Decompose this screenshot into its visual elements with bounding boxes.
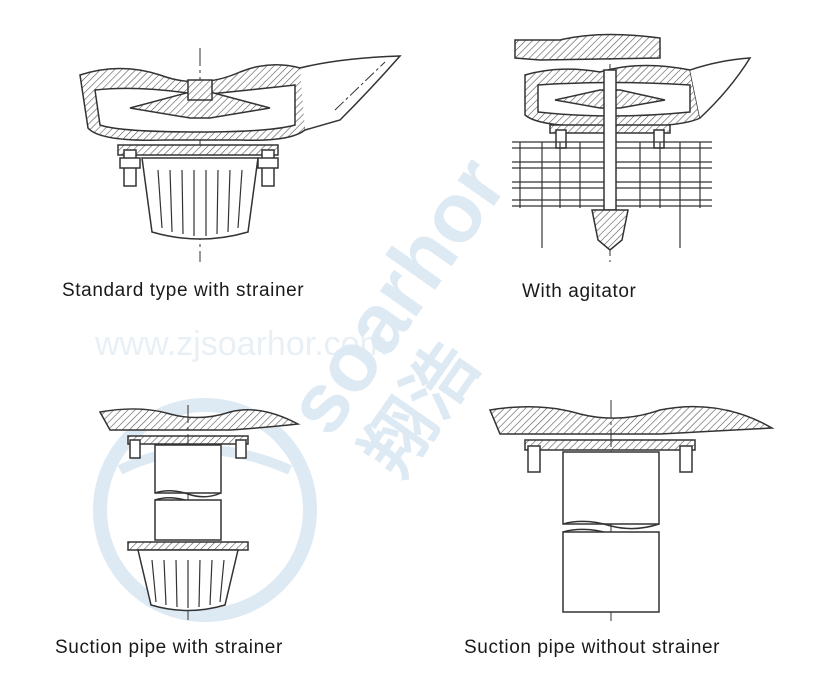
caption-with-agitator: With agitator xyxy=(522,281,637,302)
suction-pipe-upper xyxy=(562,451,660,525)
agitator-blade xyxy=(591,209,629,251)
watermark-ring xyxy=(93,398,317,622)
standard-pump-drawing xyxy=(79,48,402,262)
caption-standard-type: Standard type with strainer xyxy=(62,280,305,301)
top-flange xyxy=(488,405,775,435)
suction-nostrainer-drawing xyxy=(488,400,775,625)
top-flange xyxy=(98,408,301,431)
bolt-right xyxy=(679,445,693,473)
bolt-left xyxy=(129,439,141,459)
caption-suction-pipe-without-strainer: Suction pipe without strainer xyxy=(464,637,721,658)
bolt-right xyxy=(653,129,665,149)
bolt-left xyxy=(527,445,541,473)
mounting-flange xyxy=(117,144,279,156)
bolt-right-nut xyxy=(257,157,279,169)
outlet-pipe xyxy=(299,55,402,131)
outlet-pipe xyxy=(689,57,752,119)
suction-pipe-lower xyxy=(154,499,222,541)
suction-pipe-lower xyxy=(562,531,660,613)
bolt-left xyxy=(555,129,567,149)
caption-suction-pipe-with-strainer: Suction pipe with strainer xyxy=(55,637,283,658)
watermark-url: www.zjsoarhor.com xyxy=(94,325,388,363)
strainer-slots xyxy=(151,559,225,608)
suction-strainer-drawing xyxy=(98,405,301,620)
outlet-centre-line xyxy=(334,61,386,111)
strainer-slots xyxy=(157,169,243,236)
mounting-flange xyxy=(524,439,696,451)
bolt-left-nut xyxy=(119,157,141,169)
strainer-flange xyxy=(127,541,249,551)
impeller-hub xyxy=(187,79,213,101)
motor-top xyxy=(514,33,661,61)
agitator-pump-drawing xyxy=(512,33,752,262)
bolt-right xyxy=(235,439,247,459)
agitator-shaft xyxy=(603,69,617,211)
suction-pipe-upper xyxy=(154,444,222,494)
